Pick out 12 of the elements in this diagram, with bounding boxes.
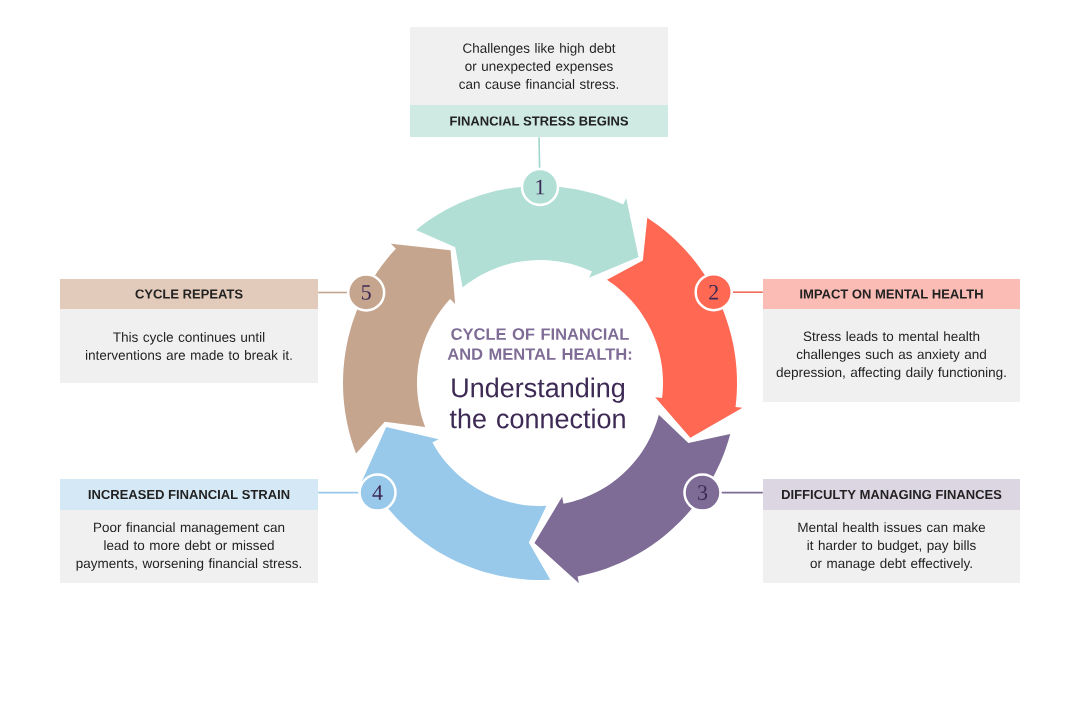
leader-line xyxy=(720,491,764,494)
info-box: IMPACT ON MENTAL HEALTH Stress leads to mental health challenges such as anxiety and depression, affecting daily functioning. xyxy=(763,279,1020,402)
leader-line xyxy=(732,291,764,293)
info-box: Challenges like high debt or unexpected expenses can cause financial stress. FINANCIAL STRESS BEGINS xyxy=(410,27,668,137)
subtitle: Understanding the connection xyxy=(449,377,625,429)
leader-line xyxy=(317,291,348,294)
title: CYCLE OF FINANCIAL AND MENTAL HEALTH: xyxy=(447,328,632,360)
info-box: DIFFICULTY MANAGING FINANCES Mental health issues can make it harder to budget, pay bills or manage debt effectively. xyxy=(763,479,1020,583)
leader-line xyxy=(538,136,541,169)
info-box: CYCLE REPEATS This cycle continues until interventions are made to break it. xyxy=(60,279,318,383)
leader-line xyxy=(317,491,360,494)
info-box: INCREASED FINANCIAL STRAIN Poor financial management can lead to more debt or missed payments, worsening financial stress. xyxy=(60,479,318,583)
